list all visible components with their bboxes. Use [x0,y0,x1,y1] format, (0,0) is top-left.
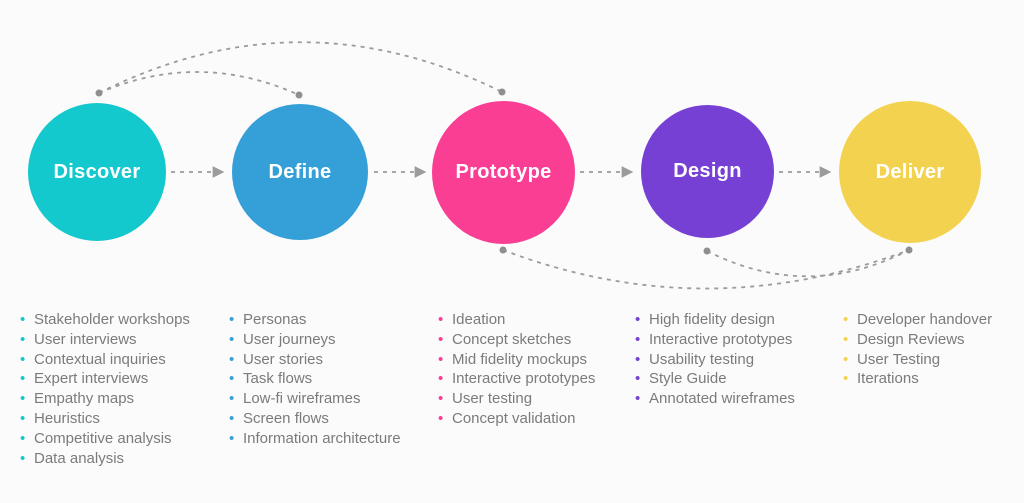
arc-dot [295,91,303,99]
list-item: Ideation [438,310,643,330]
list-item: Iterations [843,369,1024,389]
list-item: Heuristics [20,409,225,429]
stage-circle-prototype: Prototype [432,101,575,244]
list-item: Annotated wireframes [635,389,840,409]
list-item: Usability testing [635,350,840,370]
list-item: Concept validation [438,409,643,429]
list-item: Data analysis [20,449,225,469]
stage-label: Prototype [455,161,552,183]
stage-circle-define: Define [232,104,368,240]
arc-dot [703,247,711,255]
list-item: Screen flows [229,409,434,429]
arc-design-deliver [706,249,910,278]
list-item: Interactive prototypes [635,330,840,350]
list-item: Information architecture [229,429,434,449]
arc-dot [905,246,913,254]
stage-circle-deliver: Deliver [839,101,981,243]
arc-prototype-deliver [502,249,910,290]
stage-label: Discover [53,160,141,183]
list-item: User interviews [20,330,225,350]
list-item: Task flows [229,369,434,389]
arc-discover-prototype [98,41,503,94]
stage-label: Design [673,160,742,182]
list-item: Personas [229,310,434,330]
list-item: Expert interviews [20,369,225,389]
list-item: Low-fi wireframes [229,389,434,409]
arc-dot [95,89,103,97]
list-item: Mid fidelity mockups [438,350,643,370]
define-activity-list: PersonasUser journeysUser storiesTask fl… [229,310,434,449]
arc-discover-define [98,71,300,96]
prototype-activity-list: IdeationConcept sketchesMid fidelity moc… [438,310,643,429]
list-item: Competitive analysis [20,429,225,449]
list-item: Style Guide [635,369,840,389]
list-item: Design Reviews [843,330,1024,350]
list-item: Empathy maps [20,389,225,409]
list-item: User testing [438,389,643,409]
list-item: User stories [229,350,434,370]
list-item: Stakeholder workshops [20,310,225,330]
stage-label: Define [268,160,332,183]
deliver-activity-list: Developer handoverDesign ReviewsUser Tes… [843,310,1024,389]
list-item: Interactive prototypes [438,369,643,389]
stage-circle-design: Design [641,105,774,238]
list-item: Contextual inquiries [20,350,225,370]
stage-circle-discover: Discover [28,103,166,241]
list-item: Concept sketches [438,330,643,350]
list-item: User Testing [843,350,1024,370]
design-activity-list: High fidelity designInteractive prototyp… [635,310,840,409]
list-item: Developer handover [843,310,1024,330]
list-item: User journeys [229,330,434,350]
stage-label: Deliver [875,160,945,183]
list-item: High fidelity design [635,310,840,330]
arc-dot [499,246,507,254]
discover-activity-list: Stakeholder workshopsUser interviewsCont… [20,310,225,468]
arc-dot [498,88,506,96]
